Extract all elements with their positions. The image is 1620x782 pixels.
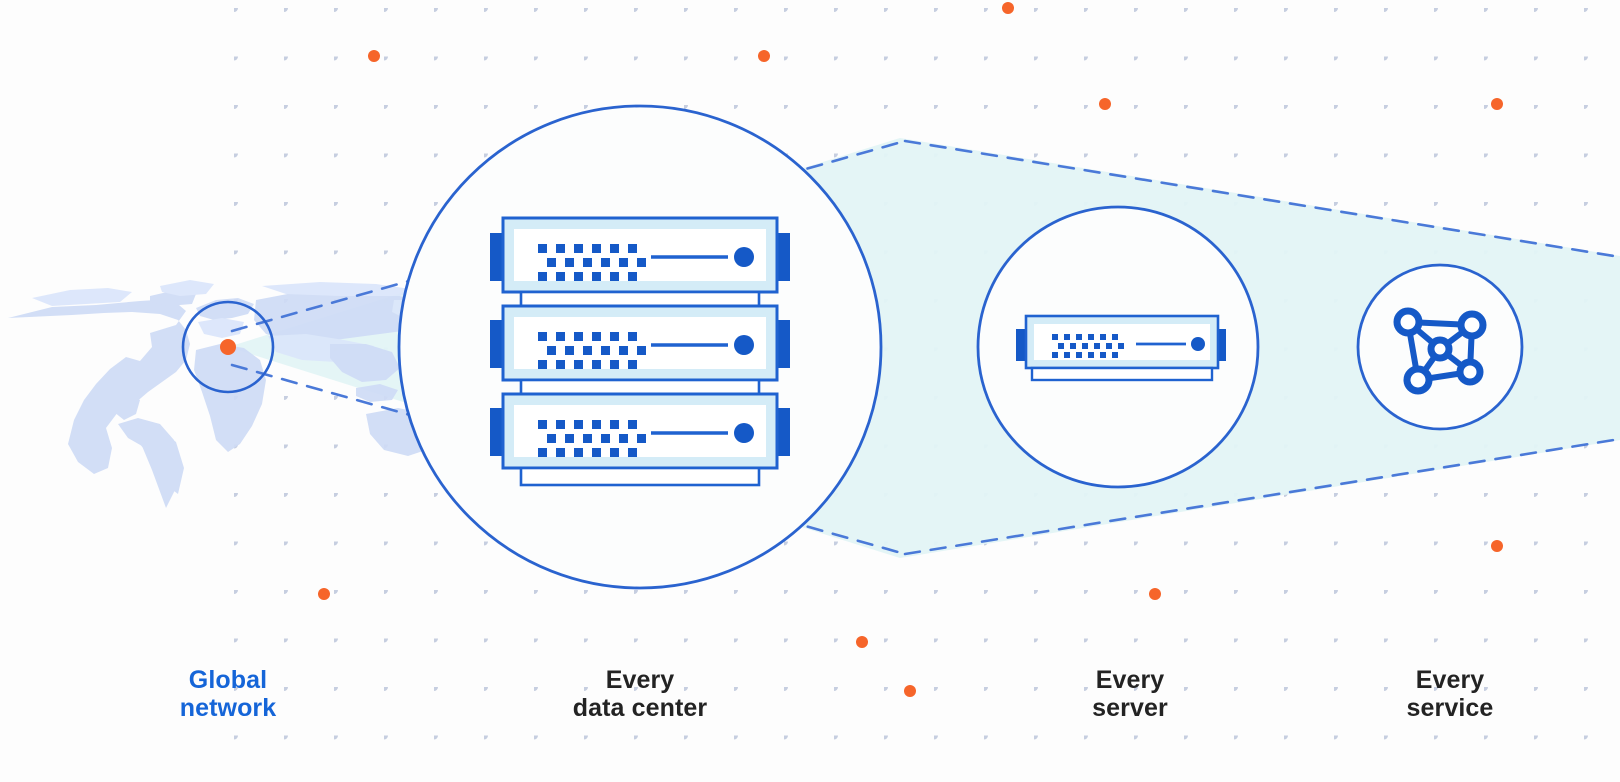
- stage-label-global-network: Global network: [179, 666, 277, 723]
- vent-grid-single: [1052, 334, 1124, 358]
- dashed-guide-top-right: [903, 139, 1620, 259]
- highlight-dots: [318, 2, 1503, 697]
- dashed-guide-bottom-right: [903, 437, 1620, 556]
- server-unit-3: [490, 392, 790, 487]
- node-bottom-right: [1456, 358, 1484, 386]
- server-rack-icon: [490, 216, 790, 487]
- map-marker-dot: [220, 339, 236, 355]
- vent-grid-2: [538, 332, 646, 369]
- highlight-dot: [1491, 98, 1503, 110]
- highlight-dot: [1099, 98, 1111, 110]
- node-top-left: [1393, 307, 1423, 337]
- server-unit-2: [490, 304, 790, 396]
- network-mesh-icon: [1393, 307, 1487, 395]
- highlight-dot: [904, 685, 916, 697]
- vent-grid-1: [538, 244, 646, 281]
- highlight-dot: [1491, 540, 1503, 552]
- node-bottom-left: [1403, 365, 1433, 395]
- highlight-dot: [758, 50, 770, 62]
- highlight-dot: [1149, 588, 1161, 600]
- node-top-right: [1457, 310, 1487, 340]
- stage-label-every-data-center: Every data center: [572, 666, 708, 723]
- highlight-dot: [368, 50, 380, 62]
- stage-label-every-server: Every server: [1092, 666, 1168, 723]
- node-center: [1427, 336, 1453, 362]
- highlight-dot: [1002, 2, 1014, 14]
- mesh-nodes: [1393, 307, 1487, 395]
- stage-label-every-service: Every service: [1406, 666, 1494, 723]
- vent-grid-3: [538, 420, 646, 457]
- single-server-icon: [1016, 314, 1226, 382]
- highlight-dot: [856, 636, 868, 648]
- global-network-circle: [181, 300, 275, 394]
- highlight-dot: [318, 588, 330, 600]
- server-unit-1: [490, 216, 790, 308]
